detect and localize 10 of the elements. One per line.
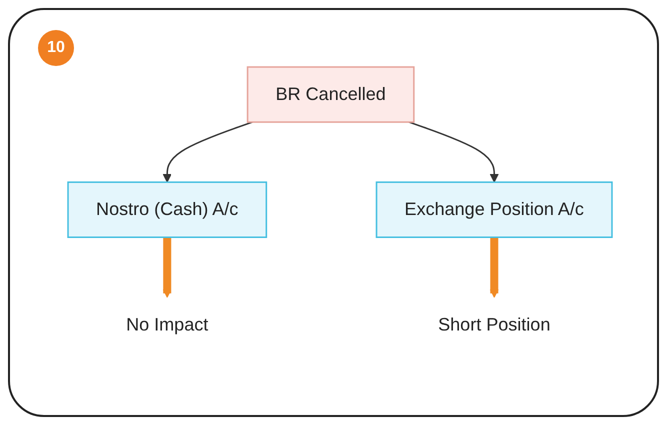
arrow [162, 122, 253, 183]
node-text: No Impact [126, 314, 208, 335]
node-text: Short Position [438, 314, 550, 335]
arrow [162, 238, 172, 298]
node-box: BR Cancelled [246, 66, 415, 124]
node-box: Nostro (Cash) A/c [67, 182, 268, 238]
number-badge: 10 [38, 30, 74, 66]
arrow [408, 122, 499, 183]
node-box: Exchange Position A/c [376, 182, 613, 238]
arrow [490, 238, 499, 298]
